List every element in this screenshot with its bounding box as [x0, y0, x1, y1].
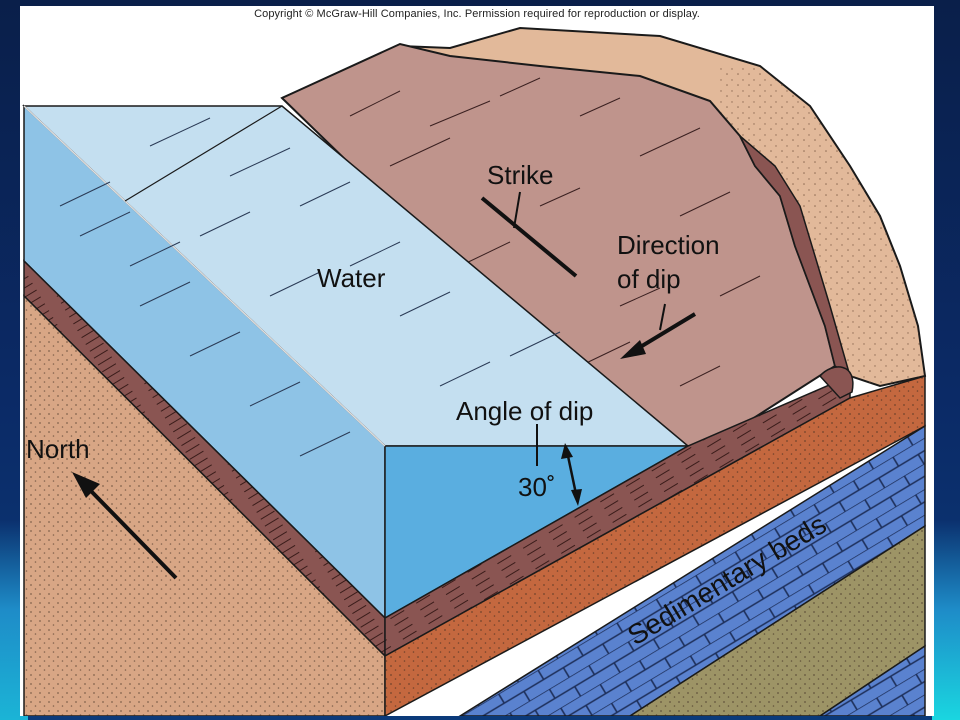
dip-direction-arrow	[630, 312, 697, 354]
label-direction-line1: Direction	[617, 230, 720, 260]
north-arrow	[88, 488, 178, 580]
label-angle-of-dip: Angle of dip	[456, 396, 593, 426]
copyright-notice: Copyright © McGraw-Hill Companies, Inc. …	[254, 8, 700, 20]
angle-arrow	[566, 455, 578, 495]
bed-blue-lower	[818, 644, 926, 716]
strike-line	[480, 196, 578, 278]
label-angle-value: 30˚	[518, 472, 556, 502]
water-texture	[59, 117, 561, 457]
slope-texture	[349, 77, 761, 387]
label-direction-line2: of dip	[617, 264, 681, 294]
geology-diagram: Strike Direction of dip Water Angle of d…	[22, 26, 927, 716]
label-strike: Strike	[487, 160, 553, 190]
figure-panel: Copyright © McGraw-Hill Companies, Inc. …	[20, 6, 934, 716]
rock-slope-edge	[739, 135, 852, 378]
label-north: North	[26, 434, 90, 464]
slide-edge-glow-right	[932, 520, 960, 720]
label-water: Water	[317, 263, 386, 293]
